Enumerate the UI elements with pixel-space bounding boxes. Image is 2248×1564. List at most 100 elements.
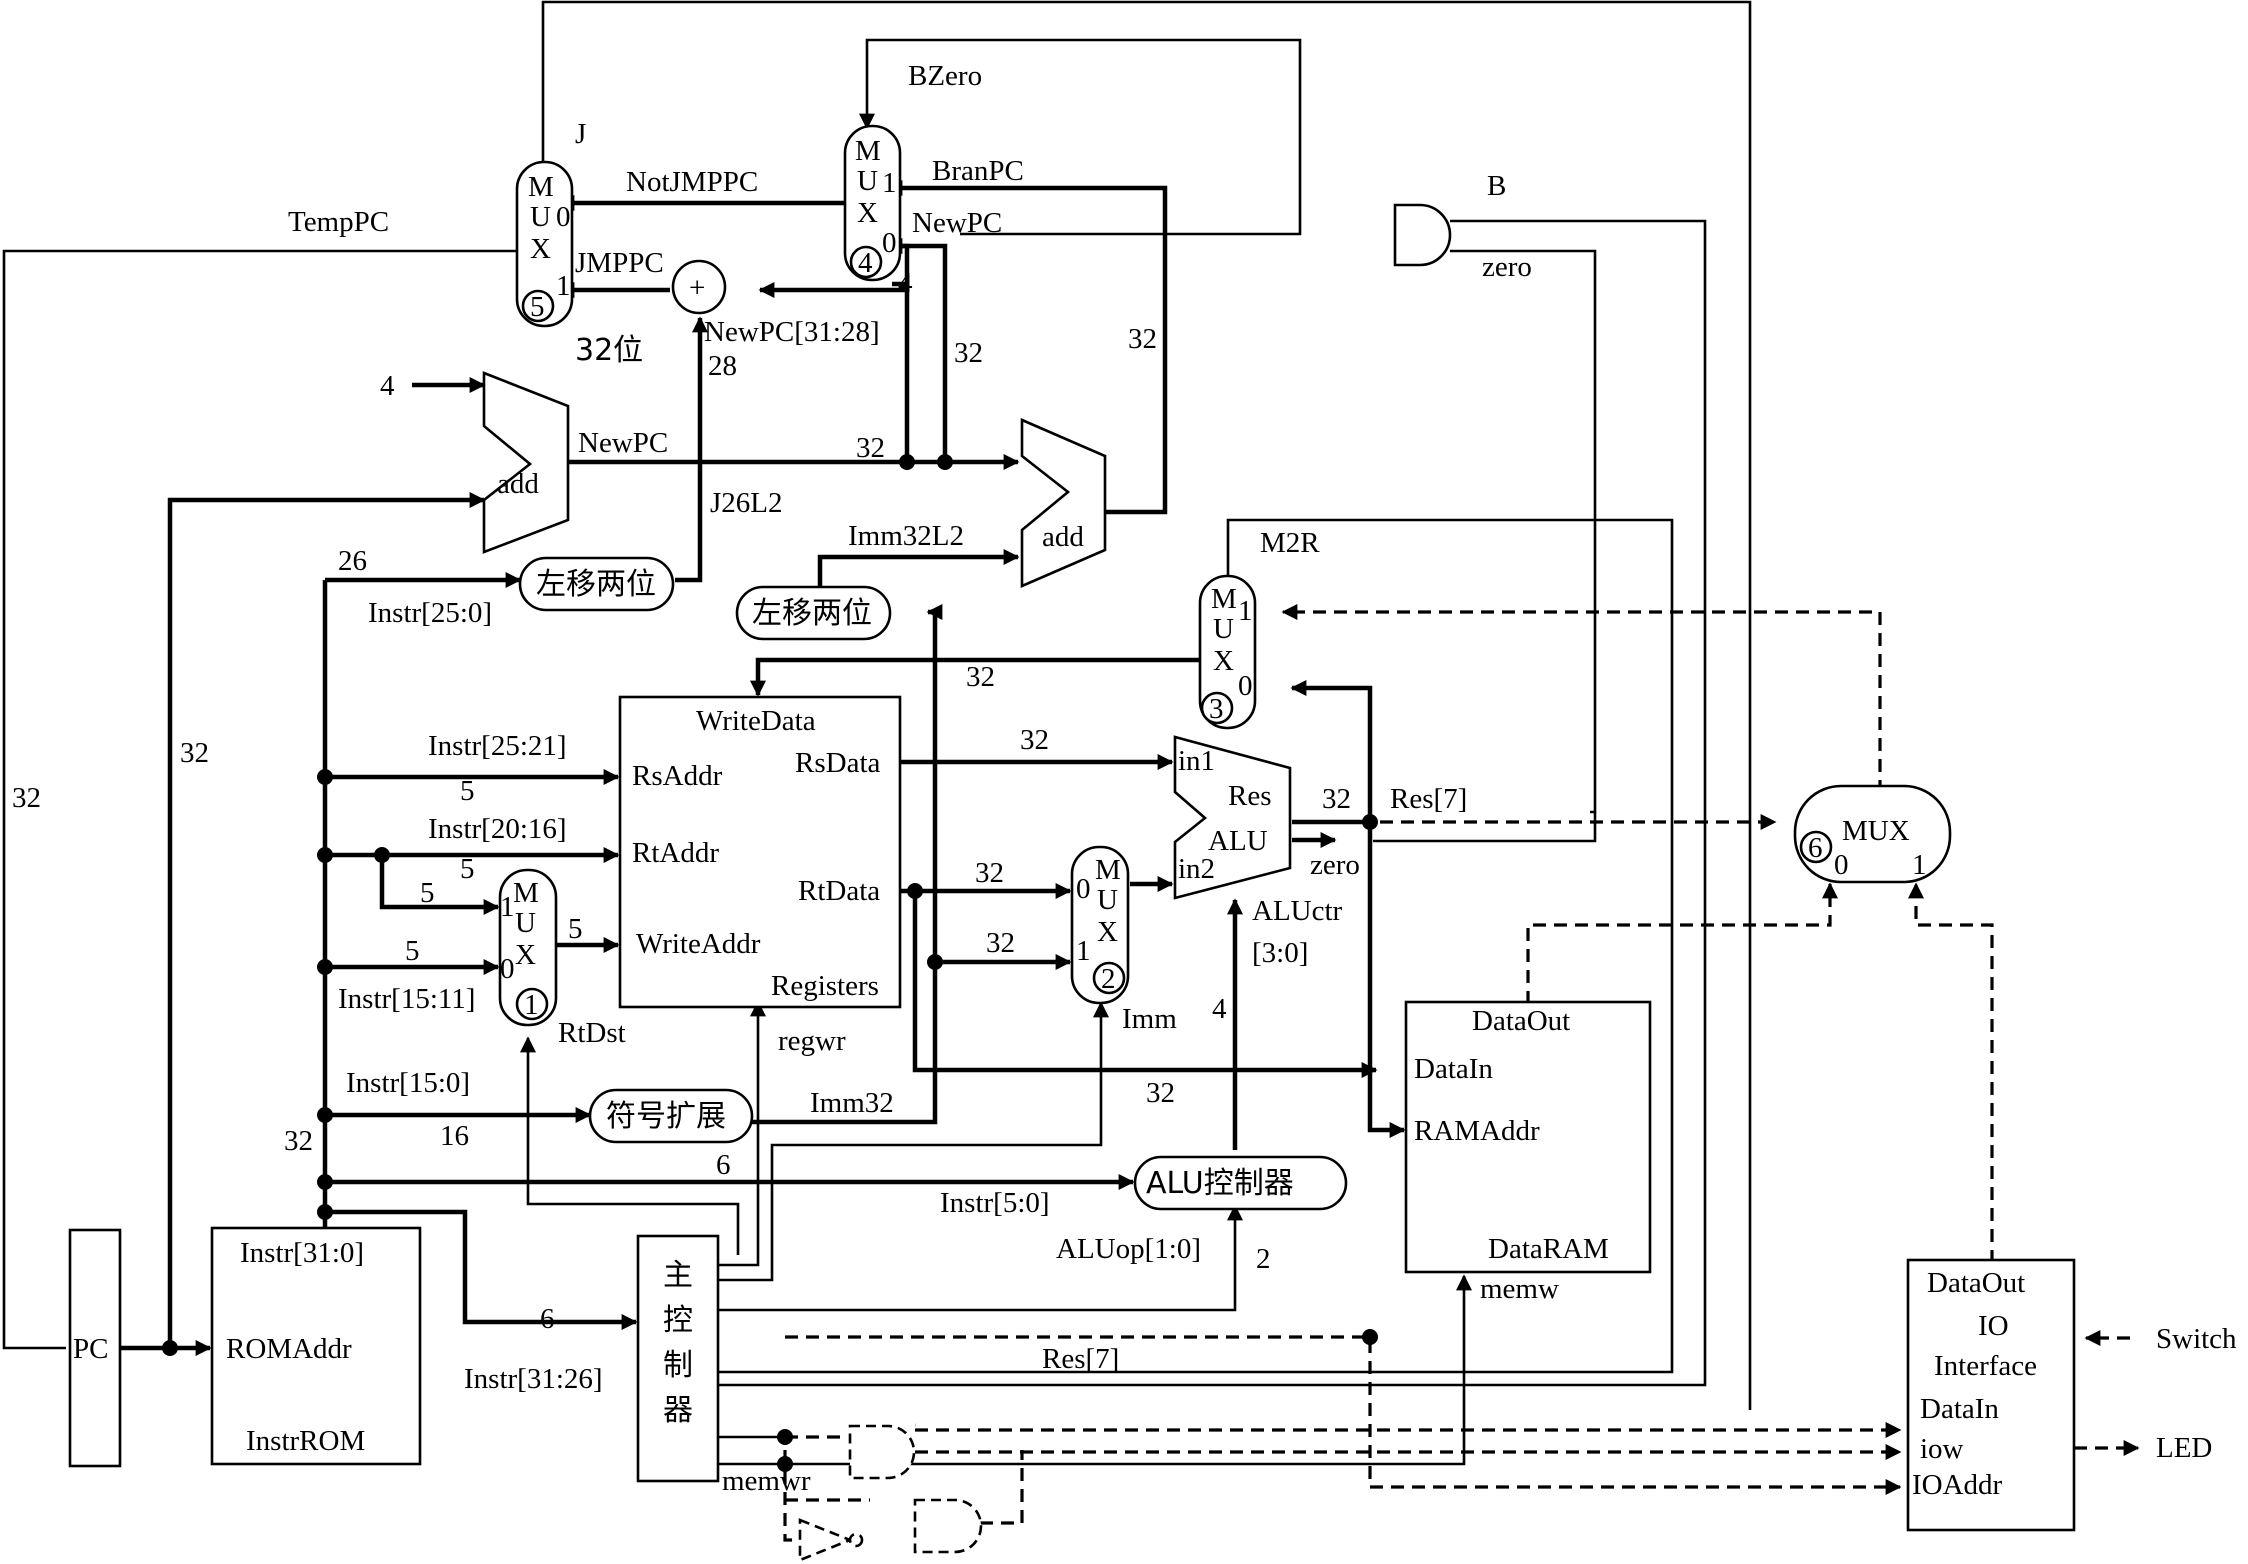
- label-5-a: 5: [460, 775, 475, 807]
- label-28: 28: [708, 350, 737, 382]
- alu-res: Res: [1228, 780, 1272, 812]
- sign-extend: 符号扩展: [588, 1088, 754, 1144]
- jmp-plus: +: [671, 259, 727, 315]
- mux3-m: M: [1211, 583, 1237, 615]
- reg-rt-data: RtData: [798, 875, 880, 907]
- mux3-num: 3: [1209, 693, 1224, 725]
- alu-ctrl-label: ALU控制器: [1146, 1166, 1294, 1201]
- branch-and-gate: [1393, 203, 1452, 267]
- mux2-in0: 0: [1076, 873, 1091, 905]
- reg-rs-addr: RsAddr: [632, 760, 723, 792]
- mux4-num: 4: [858, 247, 873, 279]
- label-regwr: regwr: [778, 1025, 846, 1057]
- mux1-x: X: [515, 939, 536, 971]
- label-5-e: 5: [405, 935, 420, 967]
- label-newpc-mid: NewPC: [578, 427, 668, 459]
- main-controller: 主 控 制 器: [636, 1234, 720, 1483]
- mux4-m: M: [855, 135, 881, 167]
- label-5-d: 5: [568, 913, 583, 945]
- label-32-a: 32: [954, 337, 983, 369]
- ram-addr: RAMAddr: [1414, 1115, 1540, 1147]
- label-imm: Imm: [1122, 1003, 1177, 1035]
- pc-register: PC: [68, 1228, 122, 1468]
- register-file: WriteData RsAddr RtAddr WriteAddr RsData…: [618, 695, 902, 1009]
- label-instr50: Instr[5:0]: [940, 1187, 1050, 1219]
- label-memw: memw: [1480, 1273, 1559, 1305]
- label-6-b: 6: [540, 1303, 555, 1335]
- label-32-g: 32: [1020, 724, 1049, 756]
- branch-adder: add: [1020, 418, 1107, 588]
- io-out: DataOut: [1927, 1267, 2025, 1299]
- thick-wires: [118, 180, 1406, 1356]
- label-memwr: memwr: [722, 1465, 811, 1497]
- mux5-m: M: [528, 171, 554, 203]
- label-instr250: Instr[25:0]: [368, 597, 492, 629]
- reg-rs-data: RsData: [795, 747, 881, 779]
- mux6-in0: 0: [1834, 849, 1849, 881]
- label-aluctr: ALUctr: [1252, 895, 1343, 927]
- label-notjmppc: NotJMPPC: [626, 166, 758, 198]
- main-ctrl-2: 控: [663, 1303, 693, 1338]
- label-4-b: 4: [1212, 993, 1227, 1025]
- branch-adder-label: add: [1042, 521, 1084, 553]
- alu-controller: ALU控制器: [1133, 1155, 1348, 1211]
- mux1-num: 1: [524, 989, 539, 1021]
- shift2-label: 左移两位: [752, 596, 872, 631]
- label-5-b: 5: [460, 853, 475, 885]
- mux2-u: U: [1097, 884, 1118, 916]
- main-ctrl-1: 主: [663, 1258, 693, 1293]
- io-title1: IO: [1978, 1310, 2009, 1342]
- sign-ext-label: 符号扩展: [606, 1099, 726, 1134]
- shift1-label: 左移两位: [536, 567, 656, 602]
- reg-rt-addr: RtAddr: [632, 837, 719, 869]
- label-2: 2: [1256, 1243, 1271, 1275]
- ram-name: DataRAM: [1488, 1233, 1609, 1265]
- ram-out: DataOut: [1472, 1005, 1570, 1037]
- pc-adder: add: [482, 371, 570, 554]
- mux3-x: X: [1213, 645, 1234, 677]
- alu-in2: in2: [1178, 853, 1215, 885]
- io-addr: IOAddr: [1912, 1469, 2003, 1501]
- label-newpc3128: NewPC[31:28]: [704, 316, 880, 348]
- label-32bit: 32位: [575, 333, 643, 368]
- mux3-u: U: [1213, 613, 1234, 645]
- mux2-num: 2: [1101, 963, 1116, 995]
- mux5-u: U: [530, 201, 551, 233]
- label-led: LED: [2156, 1432, 2212, 1464]
- label-four-in: 4: [380, 370, 395, 402]
- label-32-k: 32: [284, 1125, 313, 1157]
- label-imm32: Imm32: [810, 1087, 894, 1119]
- rom-out-label: Instr[31:0]: [240, 1237, 364, 1269]
- mux6-in1: 1: [1912, 849, 1927, 881]
- mux4-u: U: [857, 165, 878, 197]
- reg-write-addr: WriteAddr: [636, 928, 761, 960]
- reg-name: Registers: [771, 970, 879, 1002]
- label-32-i: 32: [986, 927, 1015, 959]
- label-32-e: 32: [12, 782, 41, 814]
- mux1-in0: 0: [500, 953, 515, 985]
- label-j26l2: J26L2: [710, 487, 783, 519]
- mux2-in1: 1: [1076, 935, 1091, 967]
- label-b: B: [1487, 170, 1506, 202]
- label-m2r: M2R: [1260, 527, 1320, 559]
- alu-name: ALU: [1208, 825, 1268, 857]
- mux-2: M U X 0 1 2: [1070, 845, 1130, 1005]
- mux1-m: M: [513, 877, 539, 909]
- label-32-f: 32: [966, 661, 995, 693]
- label-zero-gate: zero: [1482, 251, 1532, 283]
- mux-6: MUX 6 0 1: [1793, 784, 1952, 884]
- label-instr150: Instr[15:0]: [346, 1067, 470, 1099]
- label-26: 26: [338, 545, 367, 577]
- io-inverter: [798, 1518, 864, 1562]
- mux6-label: MUX: [1842, 815, 1910, 847]
- label-bzero: BZero: [908, 60, 982, 92]
- label-32-h: 32: [975, 857, 1004, 889]
- label-switch: Switch: [2156, 1323, 2237, 1355]
- dashed-wires: [783, 604, 2140, 1542]
- mux1-in1: 1: [500, 891, 515, 923]
- mux4-in1: 1: [882, 167, 897, 199]
- io-interface: DataOut IO Interface DataIn iow IOAddr: [1906, 1258, 2076, 1532]
- mux5-in0: 0: [556, 201, 571, 233]
- io-and-gate-1: [848, 1424, 916, 1480]
